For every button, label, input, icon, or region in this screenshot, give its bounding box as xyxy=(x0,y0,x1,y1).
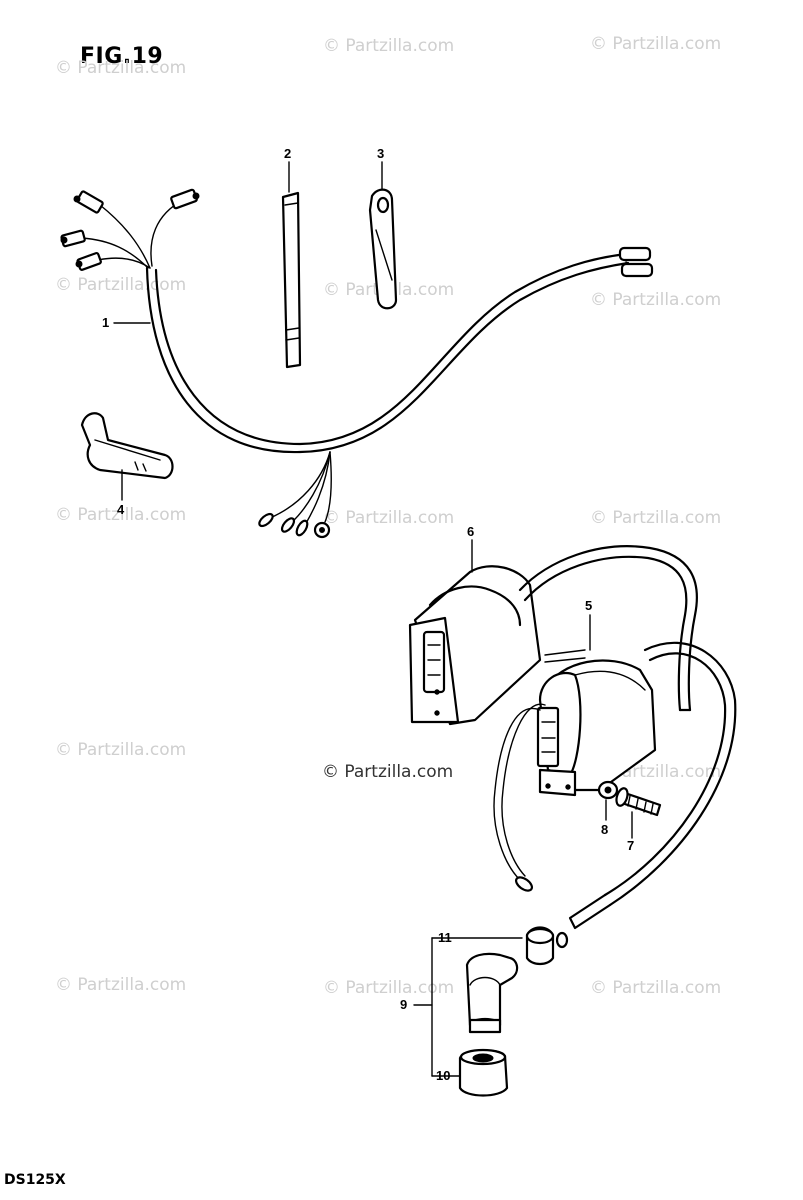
watermark: © Partzilla.com xyxy=(55,975,187,995)
rubber-cover[interactable] xyxy=(458,1048,509,1097)
callout-8: 8 xyxy=(601,822,609,837)
leader-lines xyxy=(113,161,633,1077)
watermark: © Partzilla.com xyxy=(55,740,187,760)
callout-6: 6 xyxy=(467,524,475,539)
model-code: DS125X xyxy=(4,1172,66,1188)
figure-title: FIG.19 xyxy=(80,44,164,69)
watermark: © Partzilla.com xyxy=(323,508,455,528)
callout-10: 10 xyxy=(436,1068,451,1083)
callout-11: 11 xyxy=(438,930,452,945)
watermark: © Partzilla.com xyxy=(323,36,455,56)
callout-4: 4 xyxy=(117,502,125,517)
cap-seal[interactable] xyxy=(525,926,569,966)
harness-connector xyxy=(618,246,654,278)
wiring-harness[interactable] xyxy=(60,188,654,539)
watermark: © Partzilla.com xyxy=(323,978,455,998)
callout-5: 5 xyxy=(585,598,593,613)
watermark: © Partzilla.com xyxy=(55,58,187,78)
harness-connector xyxy=(60,188,200,271)
callout-2: 2 xyxy=(284,146,292,161)
callout-3: 3 xyxy=(377,146,385,161)
callout-1: 1 xyxy=(102,315,110,330)
ignition-coil-front[interactable] xyxy=(493,641,737,930)
washer[interactable] xyxy=(597,780,619,800)
callout-7: 7 xyxy=(627,838,635,853)
callout-9: 9 xyxy=(400,997,408,1012)
watermark-center: © Partzilla.com xyxy=(322,762,454,782)
watermark: © Partzilla.com xyxy=(590,508,722,528)
watermark: © Partzilla.com xyxy=(590,34,722,54)
screw[interactable] xyxy=(614,787,662,817)
watermark: © Partzilla.com xyxy=(590,978,722,998)
clamp[interactable] xyxy=(368,188,398,310)
watermark: © Partzilla.com xyxy=(55,275,187,295)
ignition-coil-rear[interactable] xyxy=(408,545,698,726)
spark-plug-cap[interactable] xyxy=(465,952,519,1034)
watermark: © Partzilla.com xyxy=(590,290,722,310)
strap[interactable] xyxy=(281,191,302,369)
bracket-clamp[interactable] xyxy=(80,412,174,480)
harness-terminal xyxy=(258,512,331,539)
watermark: © Partzilla.com xyxy=(55,505,187,525)
